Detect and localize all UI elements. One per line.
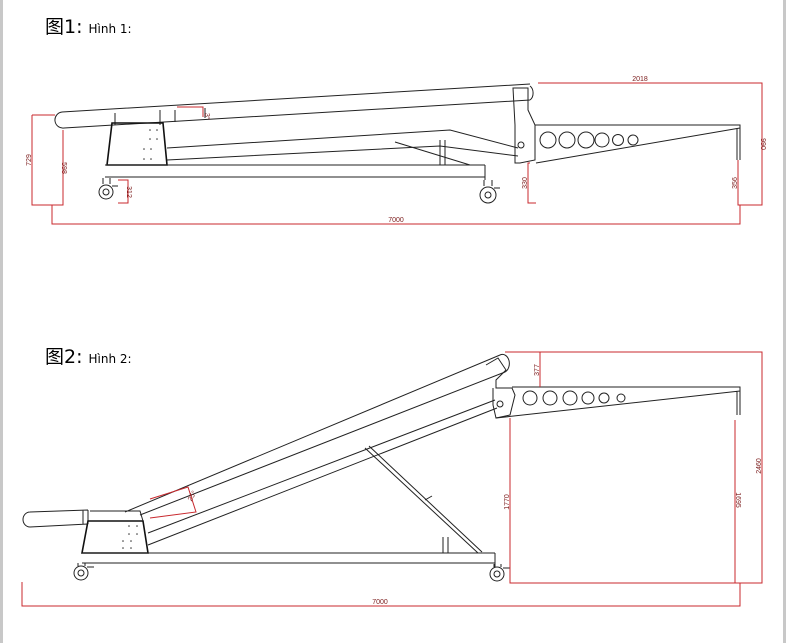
pivot-pin	[496, 400, 504, 408]
caster-wheel-left	[98, 178, 118, 200]
support-strut	[364, 445, 483, 554]
platform-arm	[495, 386, 741, 419]
page-border-right	[783, 0, 786, 643]
page-border-left	[0, 0, 3, 643]
figure2-drawing: 7000 377 1770 1695 2460 25°	[21, 351, 763, 607]
base-bolts	[143, 129, 158, 160]
boom-joint	[114, 108, 206, 125]
dim-fig2-angle: 25°	[186, 489, 198, 502]
dim-fig2-clearance: 1770	[504, 494, 511, 510]
caster-wheel-right	[489, 564, 510, 582]
conveyor-upper-tube	[54, 83, 531, 129]
figure1-title-vi: Hình 1:	[88, 22, 132, 36]
conveyor-lower-boom	[166, 129, 519, 161]
dim-fig1-tube-height: 598	[60, 162, 67, 174]
dim-fig2-total-height: 2460	[756, 458, 763, 474]
chassis-frame	[82, 537, 496, 567]
chassis-frame	[105, 140, 486, 180]
base-box	[106, 122, 168, 166]
figure1-title: 图1: Hình 1:	[45, 12, 132, 39]
dim-fig2-leg: 1695	[734, 492, 741, 508]
figure2-title-zh: 图2:	[45, 346, 83, 368]
conveyor-lower-boom	[147, 399, 498, 546]
figure1-title-zh: 图1:	[45, 16, 83, 38]
dim-fig1-total-height: 990	[759, 138, 766, 150]
caster-wheel-right	[479, 180, 500, 204]
dim-fig1-wheel-height: 312	[125, 186, 132, 198]
conveyor-upper-tube	[124, 353, 510, 516]
pivot-pin	[517, 141, 525, 149]
figure1-drawing: 7000 2018 729 598 312 990 330 356 3°	[26, 76, 766, 225]
head-bracket	[512, 85, 536, 164]
base-bolts	[122, 525, 138, 549]
head-bracket	[485, 357, 516, 419]
dim-fig1-platform: 2018	[632, 76, 648, 83]
figure2-dimensions: 7000 377 1770 1695 2460 25°	[21, 351, 763, 607]
platform-holes	[539, 131, 639, 149]
dim-fig1-leg: 356	[732, 177, 739, 189]
dim-fig1-angle: 3°	[203, 113, 211, 120]
dim-fig1-top-height: 729	[26, 154, 33, 166]
platform-holes	[522, 390, 626, 406]
dim-fig2-head-offset: 377	[534, 364, 541, 376]
figure1-dimensions: 7000 2018 729 598 312 990 330 356 3°	[26, 76, 766, 225]
dim-fig1-clearance: 330	[522, 177, 529, 189]
base-box	[81, 520, 149, 554]
dim-fig1-length: 7000	[388, 217, 404, 224]
base-top	[90, 510, 144, 522]
caster-wheel-left	[73, 563, 94, 581]
figure2-title-vi: Hình 2:	[88, 352, 132, 366]
platform-arm	[535, 124, 741, 164]
inlet-tube	[22, 509, 89, 528]
dim-fig2-length: 7000	[372, 599, 388, 606]
figure2-title: 图2: Hình 2:	[45, 342, 132, 369]
